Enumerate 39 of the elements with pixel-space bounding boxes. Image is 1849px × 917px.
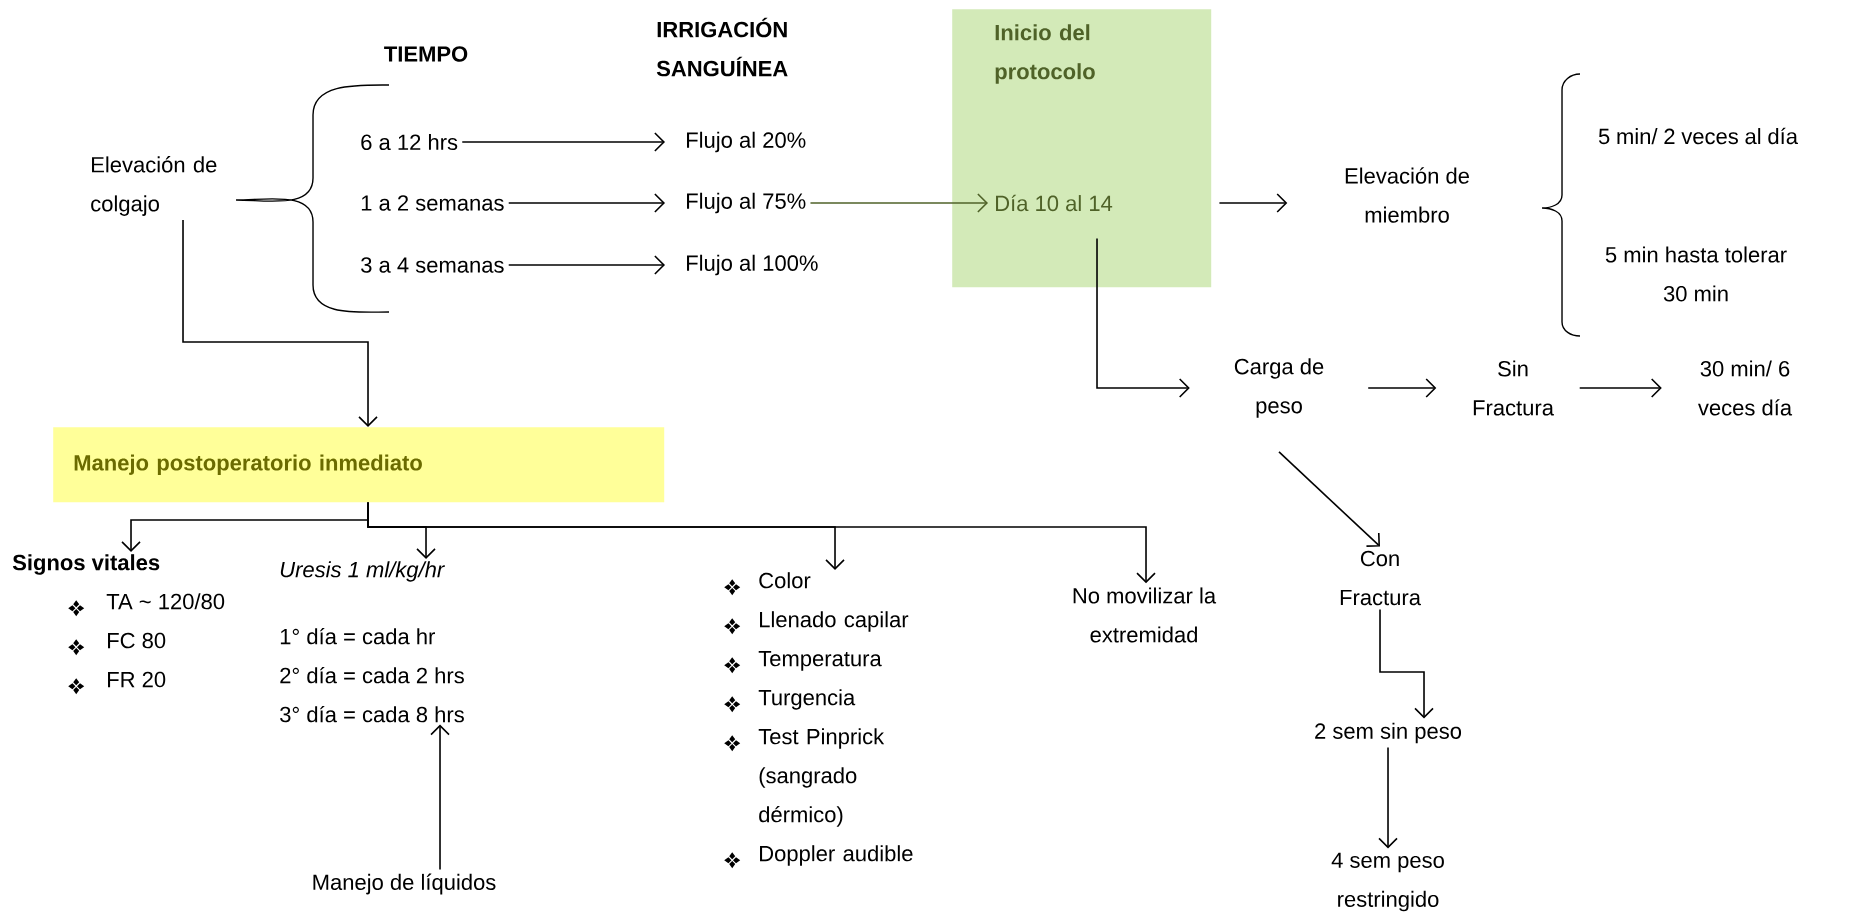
schedule-text: 5 min hasta tolerar 30 min xyxy=(1605,246,1787,302)
arrow xyxy=(1278,451,1380,547)
arrow xyxy=(507,193,665,213)
vital-signs-list: Signos vitales TA ~ 120/80 FC 80 FR 20 xyxy=(12,554,225,695)
time-text: 6 a 12 hrs xyxy=(361,133,458,151)
arrow xyxy=(367,501,1156,584)
arrow xyxy=(1218,193,1288,213)
arrow xyxy=(430,724,450,871)
step-text: 30 min/ 6 veces día xyxy=(1698,360,1793,416)
schedule-text: 5 min/ 2 veces al día xyxy=(1598,127,1798,145)
step-text: 2 sem sin peso xyxy=(1315,722,1462,744)
step-text: Con Fractura xyxy=(1340,550,1421,606)
step-text: 4 sem peso restringido xyxy=(1331,852,1444,912)
arrow xyxy=(507,255,665,275)
heading-box: Manejo postoperatorio inmediato xyxy=(53,427,665,503)
time-text: 1 a 2 semanas xyxy=(361,195,504,211)
time-text: 3 a 4 semanas xyxy=(361,257,504,273)
step-text: Carga de peso xyxy=(1234,358,1324,418)
arrow xyxy=(182,219,378,427)
protocol-box: Inicio del protocolo Día 10 al 14 xyxy=(952,9,1212,288)
step-text: Sin Fractura xyxy=(1473,360,1554,416)
step-text: Manejo de líquidos xyxy=(313,873,496,895)
arrow xyxy=(809,193,988,213)
flow-text: Flujo al 75% xyxy=(687,192,806,214)
arrow xyxy=(1578,378,1662,398)
step-text: Elevación de colgajo xyxy=(91,156,217,216)
step-text: Elevación de miembro xyxy=(1345,167,1469,223)
column-heading: TIEMPO xyxy=(384,46,468,62)
checklist: Color Llenado capilar Temperatura Turgencia Test Pinprick (sangrado dérmico) Doppler audible xyxy=(724,572,913,869)
arrow xyxy=(1379,608,1434,719)
urine-output-list: Uresis 1 ml/kg/hr 1° día = cada hr 2° día = cada 2 hrs 3° día = cada 8 hrs xyxy=(280,561,464,723)
arrow xyxy=(461,132,665,152)
flow-text: Flujo al 100% xyxy=(687,254,818,276)
arrow xyxy=(1378,746,1398,849)
flow-text: Flujo al 20% xyxy=(687,131,806,153)
arrow xyxy=(1367,378,1437,398)
column-heading: IRRIGACIÓN SANGUÍNEA xyxy=(656,17,788,77)
note-text: No movilizar la extremidad xyxy=(1073,587,1217,643)
arrow xyxy=(1096,237,1190,398)
